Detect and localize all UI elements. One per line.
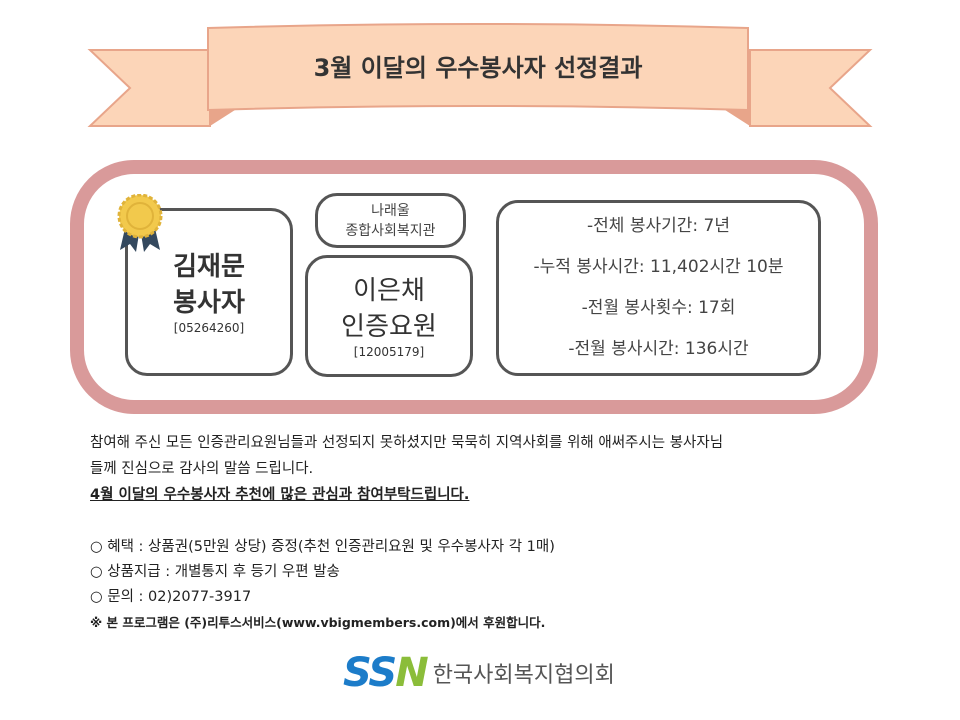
stat-cumulative-hours: -누적 봉사시간: 11,402시간 10분 <box>533 257 784 277</box>
info-list: ○ 혜택 : 상품권(5만원 상당) 증정(추천 인증관리요원 및 우수봉사자 … <box>90 535 555 635</box>
staff-id: [12005179] <box>353 345 425 359</box>
page-title: 3월 이달의 우수봉사자 선정결과 <box>313 54 643 82</box>
logo-mark: SSN <box>343 650 429 696</box>
staff-role: 인증요원 <box>341 312 437 342</box>
agency-card: 나래울 종합사회복지관 <box>315 193 466 248</box>
info-delivery: ○ 상품지급 : 개별통지 후 등기 우편 발송 <box>90 564 340 580</box>
ribbon-banner <box>87 23 873 127</box>
medal-icon <box>117 194 163 252</box>
results-frame <box>70 160 878 414</box>
stat-total-period: -전체 봉사기간: 7년 <box>587 216 730 236</box>
info-benefit: ○ 혜택 : 상품권(5만원 상당) 증정(추천 인증관리요원 및 우수봉사자 … <box>90 539 555 555</box>
call-to-action: 4월 이달의 우수봉사자 추천에 많은 관심과 참여부탁드립니다. <box>90 487 470 503</box>
logo-org-name: 한국사회복지협의회 <box>432 663 615 688</box>
info-contact: ○ 문의 : 02)2077-3917 <box>90 589 252 605</box>
ssn-logo: SSN 한국사회복지협의회 <box>343 650 615 696</box>
stat-monthly-count: -전월 봉사횟수: 17회 <box>581 298 736 318</box>
agency-name-line1: 나래울 <box>371 202 410 219</box>
volunteer-id: [05264260] <box>173 321 245 335</box>
agency-name-line2: 종합사회복지관 <box>345 222 436 239</box>
sponsor-note: ※ 본 프로그램은 (주)리투스서비스(www.vbigmembers.com)… <box>90 615 546 630</box>
message-line: 참여해 주신 모든 인증관리요원님들과 선정되지 못하셨지만 묵묵히 지역사회를… <box>90 435 724 451</box>
stat-monthly-hours: -전월 봉사시간: 136시간 <box>568 339 749 359</box>
volunteer-role: 봉사자 <box>173 288 245 318</box>
staff-card: 이은채 인증요원 [12005179] <box>305 255 473 377</box>
volunteer-name: 김재문 <box>173 252 245 282</box>
message-line: 들께 진심으로 감사의 말씀 드립니다. <box>90 461 314 477</box>
staff-name: 이은채 <box>353 276 425 306</box>
thank-you-message: 참여해 주신 모든 인증관리요원님들과 선정되지 못하셨지만 묵묵히 지역사회를… <box>90 430 890 508</box>
stats-card: -전체 봉사기간: 7년 -누적 봉사시간: 11,402시간 10분 -전월 … <box>496 200 821 376</box>
